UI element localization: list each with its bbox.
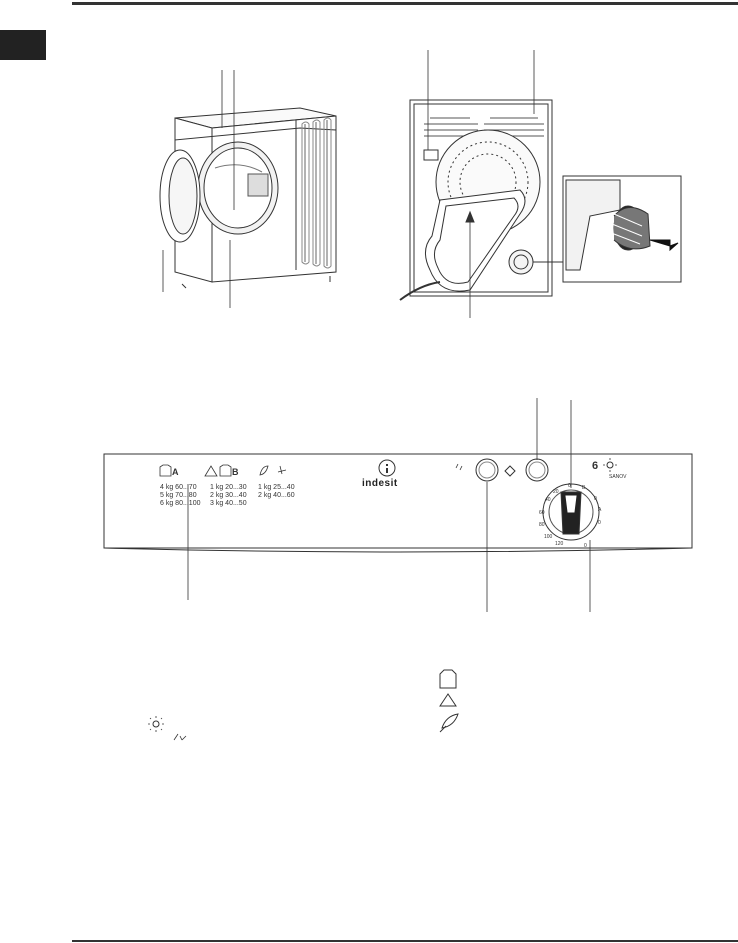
col-b-row-1: 1 kg 20...30 <box>210 484 247 491</box>
col-a-title: A <box>172 467 179 477</box>
col-a-row-2: 5 kg 70...80 <box>160 492 197 499</box>
dial-b: B <box>582 485 586 491</box>
capacity-sub: SANOV <box>609 474 627 480</box>
col-b-row-3: 3 kg 40...50 <box>210 500 247 507</box>
brand-logo-text: indesit <box>362 478 398 489</box>
col-c-row-1: 1 kg 25...40 <box>258 484 295 491</box>
dial-120: 120 <box>555 541 564 547</box>
bottom-rule <box>72 940 738 942</box>
dryer-back-illustration <box>399 50 576 318</box>
dial-0: 0 <box>568 483 571 489</box>
col-b-row-2: 2 kg 30...40 <box>210 492 247 499</box>
legend-icons <box>148 669 459 741</box>
col-a-row-1: 4 kg 60...70 <box>160 484 197 491</box>
dial-0b: 0 <box>594 496 597 502</box>
dial-100: 100 <box>544 534 553 540</box>
dial-a: A <box>598 507 602 513</box>
dial-20: 20 <box>553 489 559 495</box>
hose-detail-inset <box>562 175 682 283</box>
dial-60: 60 <box>539 510 545 516</box>
dial-80: 80 <box>539 522 545 528</box>
col-c-row-2: 2 kg 40...60 <box>258 492 295 499</box>
dial-40: 40 <box>545 497 551 503</box>
col-a-row-3: 6 kg 80...100 <box>160 500 201 507</box>
col-b-title: B <box>232 467 239 477</box>
top-rule <box>72 2 738 5</box>
control-panel-illustration <box>103 398 693 612</box>
dial-0a: 0 <box>598 520 601 526</box>
dryer-front-illustration <box>159 70 337 308</box>
capacity-number: 6 <box>592 460 599 472</box>
language-tab <box>0 30 46 60</box>
dial-0c: 0 <box>584 543 587 549</box>
